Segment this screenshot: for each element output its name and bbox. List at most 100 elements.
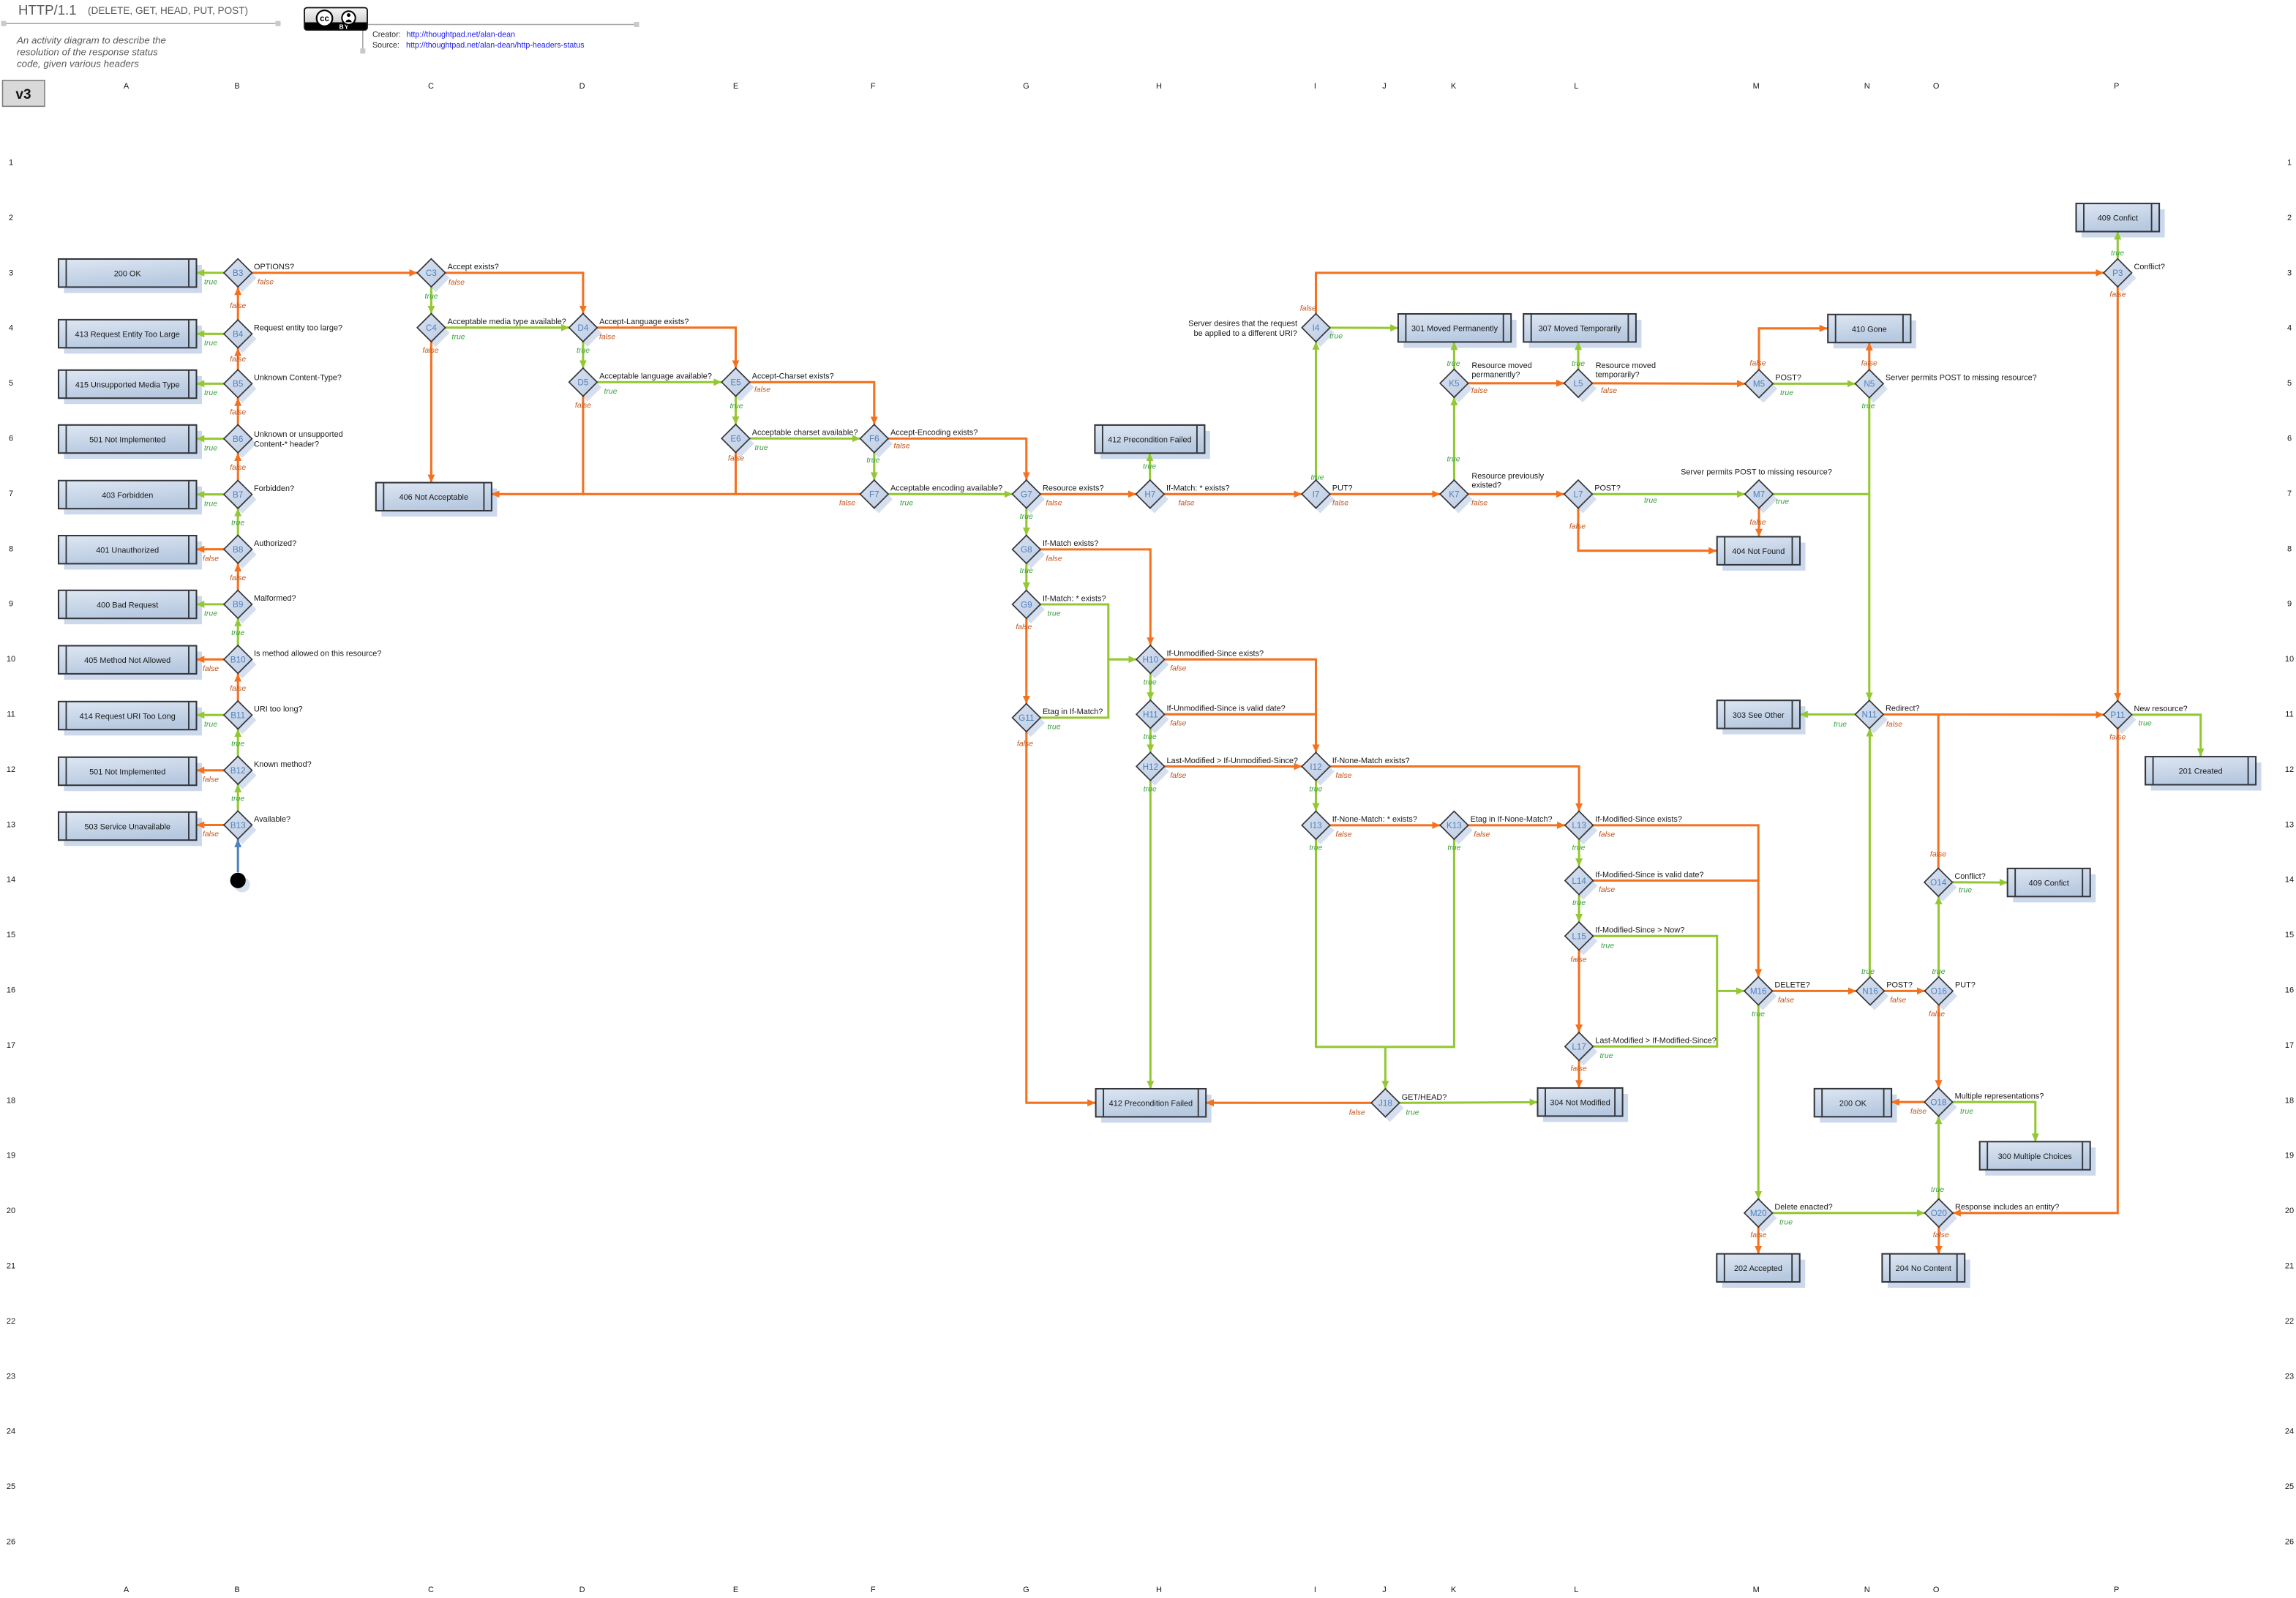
- svg-text:false: false: [1933, 1231, 1949, 1239]
- svg-text:false: false: [230, 463, 246, 472]
- svg-text:Acceptable encoding available?: Acceptable encoding available?: [890, 484, 1002, 493]
- svg-text:false: false: [1046, 554, 1062, 563]
- svg-text:false: false: [1890, 996, 1906, 1005]
- svg-text:false: false: [203, 776, 219, 784]
- svg-text:N5: N5: [1864, 380, 1875, 389]
- svg-text:permanently?: permanently?: [1471, 371, 1520, 380]
- svg-text:true: true: [1020, 566, 1033, 575]
- svg-text:307 Moved Temporarily: 307 Moved Temporarily: [1539, 325, 1622, 334]
- svg-text:Known method?: Known method?: [254, 760, 312, 769]
- svg-text:D5: D5: [577, 378, 588, 388]
- svg-text:H11: H11: [1143, 710, 1158, 720]
- svg-text:L17: L17: [1572, 1043, 1586, 1052]
- svg-text:301 Moved Permanently: 301 Moved Permanently: [1411, 325, 1498, 334]
- svg-text:Authorized?: Authorized?: [254, 539, 296, 548]
- svg-text:B6: B6: [233, 435, 243, 444]
- svg-text:Unknown Content-Type?: Unknown Content-Type?: [254, 374, 342, 383]
- svg-text:O20: O20: [1931, 1209, 1948, 1218]
- svg-text:true: true: [1329, 332, 1343, 341]
- svg-text:B4: B4: [233, 330, 244, 340]
- svg-text:true: true: [1309, 844, 1322, 852]
- svg-text:O18: O18: [1930, 1098, 1946, 1108]
- svg-text:false: false: [1910, 1107, 1927, 1116]
- svg-text:16: 16: [7, 986, 15, 995]
- svg-text:OPTIONS?: OPTIONS?: [254, 263, 294, 271]
- svg-text:6: 6: [9, 435, 13, 443]
- svg-text:I7: I7: [1313, 490, 1320, 500]
- svg-text:Resource previously: Resource previously: [1471, 472, 1544, 481]
- svg-text:15: 15: [7, 931, 15, 939]
- svg-text:true: true: [204, 278, 217, 287]
- svg-text:true: true: [231, 795, 244, 803]
- svg-text:B12: B12: [230, 766, 246, 776]
- svg-text:true: true: [1776, 498, 1789, 506]
- svg-text:403 Forbidden: 403 Forbidden: [102, 491, 153, 500]
- svg-text:false: false: [1178, 499, 1194, 508]
- svg-text:true: true: [1779, 1218, 1793, 1226]
- svg-text:P: P: [2114, 1586, 2119, 1594]
- svg-text:true: true: [452, 333, 465, 342]
- svg-text:false: false: [893, 442, 909, 451]
- svg-text:true: true: [1310, 473, 1324, 481]
- svg-text:true: true: [577, 346, 590, 355]
- svg-text:503 Service Unavailable: 503 Service Unavailable: [84, 822, 170, 831]
- svg-text:18: 18: [2285, 1096, 2294, 1105]
- svg-text:G7: G7: [1021, 490, 1032, 500]
- svg-text:414 Request URI Too Long: 414 Request URI Too Long: [80, 712, 176, 721]
- svg-text:v3: v3: [15, 87, 31, 102]
- svg-text:3: 3: [9, 269, 13, 277]
- svg-text:false: false: [1170, 719, 1186, 728]
- svg-text:Etag in If-None-Match?: Etag in If-None-Match?: [1471, 815, 1553, 824]
- svg-text:BY: BY: [339, 23, 350, 31]
- svg-text:8: 8: [2287, 544, 2292, 553]
- svg-text:false: false: [728, 454, 744, 463]
- svg-text:24: 24: [7, 1428, 15, 1436]
- svg-text:false: false: [1778, 996, 1794, 1005]
- svg-text:P3: P3: [2112, 269, 2123, 278]
- svg-text:I: I: [1314, 1586, 1316, 1594]
- svg-text:B: B: [234, 1586, 239, 1594]
- svg-text:B11: B11: [230, 711, 245, 721]
- svg-text:New resource?: New resource?: [2134, 705, 2188, 713]
- svg-text:9: 9: [9, 600, 13, 609]
- svg-text:false: false: [230, 355, 246, 364]
- svg-text:false: false: [599, 333, 615, 342]
- svg-text:Source:: Source:: [372, 41, 399, 50]
- svg-text:C4: C4: [426, 323, 437, 333]
- svg-text:201 Created: 201 Created: [2179, 768, 2223, 776]
- svg-text:P: P: [2114, 82, 2119, 91]
- svg-text:false: false: [203, 830, 219, 839]
- svg-text:true: true: [1143, 462, 1156, 470]
- svg-text:401 Unauthorized: 401 Unauthorized: [96, 547, 159, 555]
- svg-text:code, given various headers: code, given various headers: [17, 58, 139, 69]
- svg-text:16: 16: [2285, 986, 2294, 995]
- svg-text:(DELETE, GET, HEAD, PUT, POST): (DELETE, GET, HEAD, PUT, POST): [88, 5, 248, 16]
- svg-text:http://thoughtpad.net/alan-dea: http://thoughtpad.net/alan-dean/http-hea…: [406, 41, 585, 50]
- svg-text:true: true: [1144, 732, 1157, 741]
- svg-text:true: true: [2111, 249, 2124, 258]
- svg-text:202 Accepted: 202 Accepted: [1734, 1264, 1782, 1273]
- svg-text:K5: K5: [1449, 379, 1460, 389]
- svg-text:D: D: [579, 1586, 585, 1594]
- svg-text:true: true: [1601, 942, 1614, 950]
- svg-text:If-Match exists?: If-Match exists?: [1043, 539, 1098, 548]
- svg-text:M: M: [1753, 1586, 1760, 1594]
- svg-text:412 Precondition Failed: 412 Precondition Failed: [1108, 436, 1191, 445]
- svg-text:15: 15: [2285, 931, 2294, 939]
- svg-text:false: false: [1570, 956, 1586, 964]
- svg-text:D: D: [579, 82, 585, 91]
- svg-text:true: true: [1047, 609, 1060, 618]
- svg-text:300 Multiple Choices: 300 Multiple Choices: [1998, 1152, 2073, 1161]
- svg-text:25: 25: [2285, 1482, 2294, 1491]
- svg-text:J: J: [1382, 1586, 1387, 1594]
- svg-text:Acceptable charset available?: Acceptable charset available?: [752, 429, 858, 438]
- svg-text:true: true: [1959, 885, 1972, 894]
- svg-text:B5: B5: [233, 380, 244, 389]
- svg-text:URI too long?: URI too long?: [254, 705, 303, 714]
- svg-text:H10: H10: [1143, 656, 1159, 665]
- svg-text:true: true: [231, 519, 244, 528]
- svg-text:If-Modified-Since exists?: If-Modified-Since exists?: [1595, 815, 1682, 824]
- svg-text:5: 5: [9, 379, 13, 388]
- svg-text:13: 13: [2285, 820, 2294, 829]
- svg-text:false: false: [449, 278, 465, 287]
